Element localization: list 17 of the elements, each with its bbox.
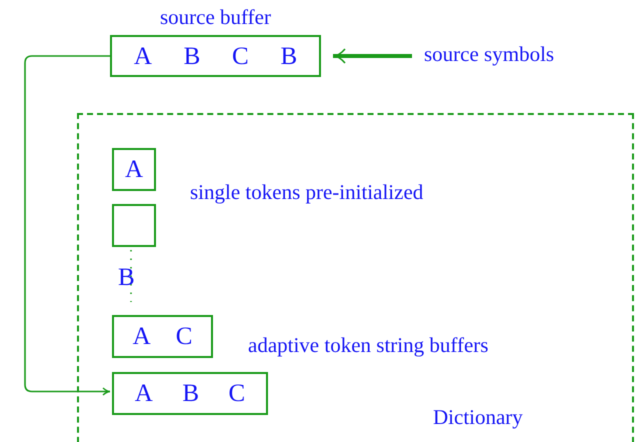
token-letter: A [132, 324, 151, 349]
dictionary-frame [77, 113, 634, 442]
token-letter: A [124, 157, 144, 182]
token-letter: B [280, 44, 298, 68]
source-label: source symbols [424, 44, 554, 65]
token-letter: B [184, 44, 200, 68]
token-letter: A [134, 44, 152, 68]
token-letter: A [134, 381, 153, 406]
token-letter: C [228, 381, 246, 406]
token-letter: C [176, 324, 192, 349]
note-text: B [118, 265, 135, 290]
token-letter: B [182, 381, 200, 406]
dictionary-caption: Dictionary [433, 407, 523, 428]
note-text: adaptive token string buffers [248, 335, 488, 356]
note-text: single tokens pre-initialized [190, 182, 424, 203]
buffer-heading: source buffer [159, 5, 272, 30]
token-letter: C [232, 44, 249, 68]
